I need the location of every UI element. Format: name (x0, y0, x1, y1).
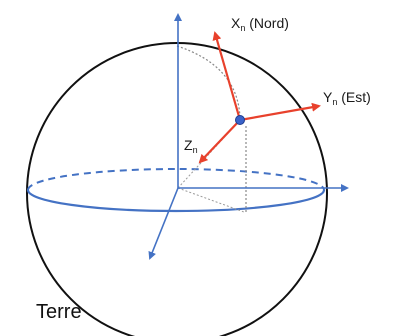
earth-sphere (26, 42, 328, 336)
label-y-east: Yn (Est) (323, 89, 371, 107)
meridian-arc-upper (176, 45, 241, 119)
local-axis-down (198, 119, 241, 164)
equator-front (26, 189, 326, 213)
label-x-north: Xn (Nord) (231, 15, 289, 33)
label-z-down: Zn (184, 137, 198, 155)
surface-point (235, 115, 245, 125)
equator-back-dashed (27, 168, 325, 191)
label-earth: Terre (36, 301, 82, 323)
global-axis-x (148, 187, 179, 260)
local-axis-east (239, 102, 321, 122)
local-axis-north (212, 31, 242, 121)
